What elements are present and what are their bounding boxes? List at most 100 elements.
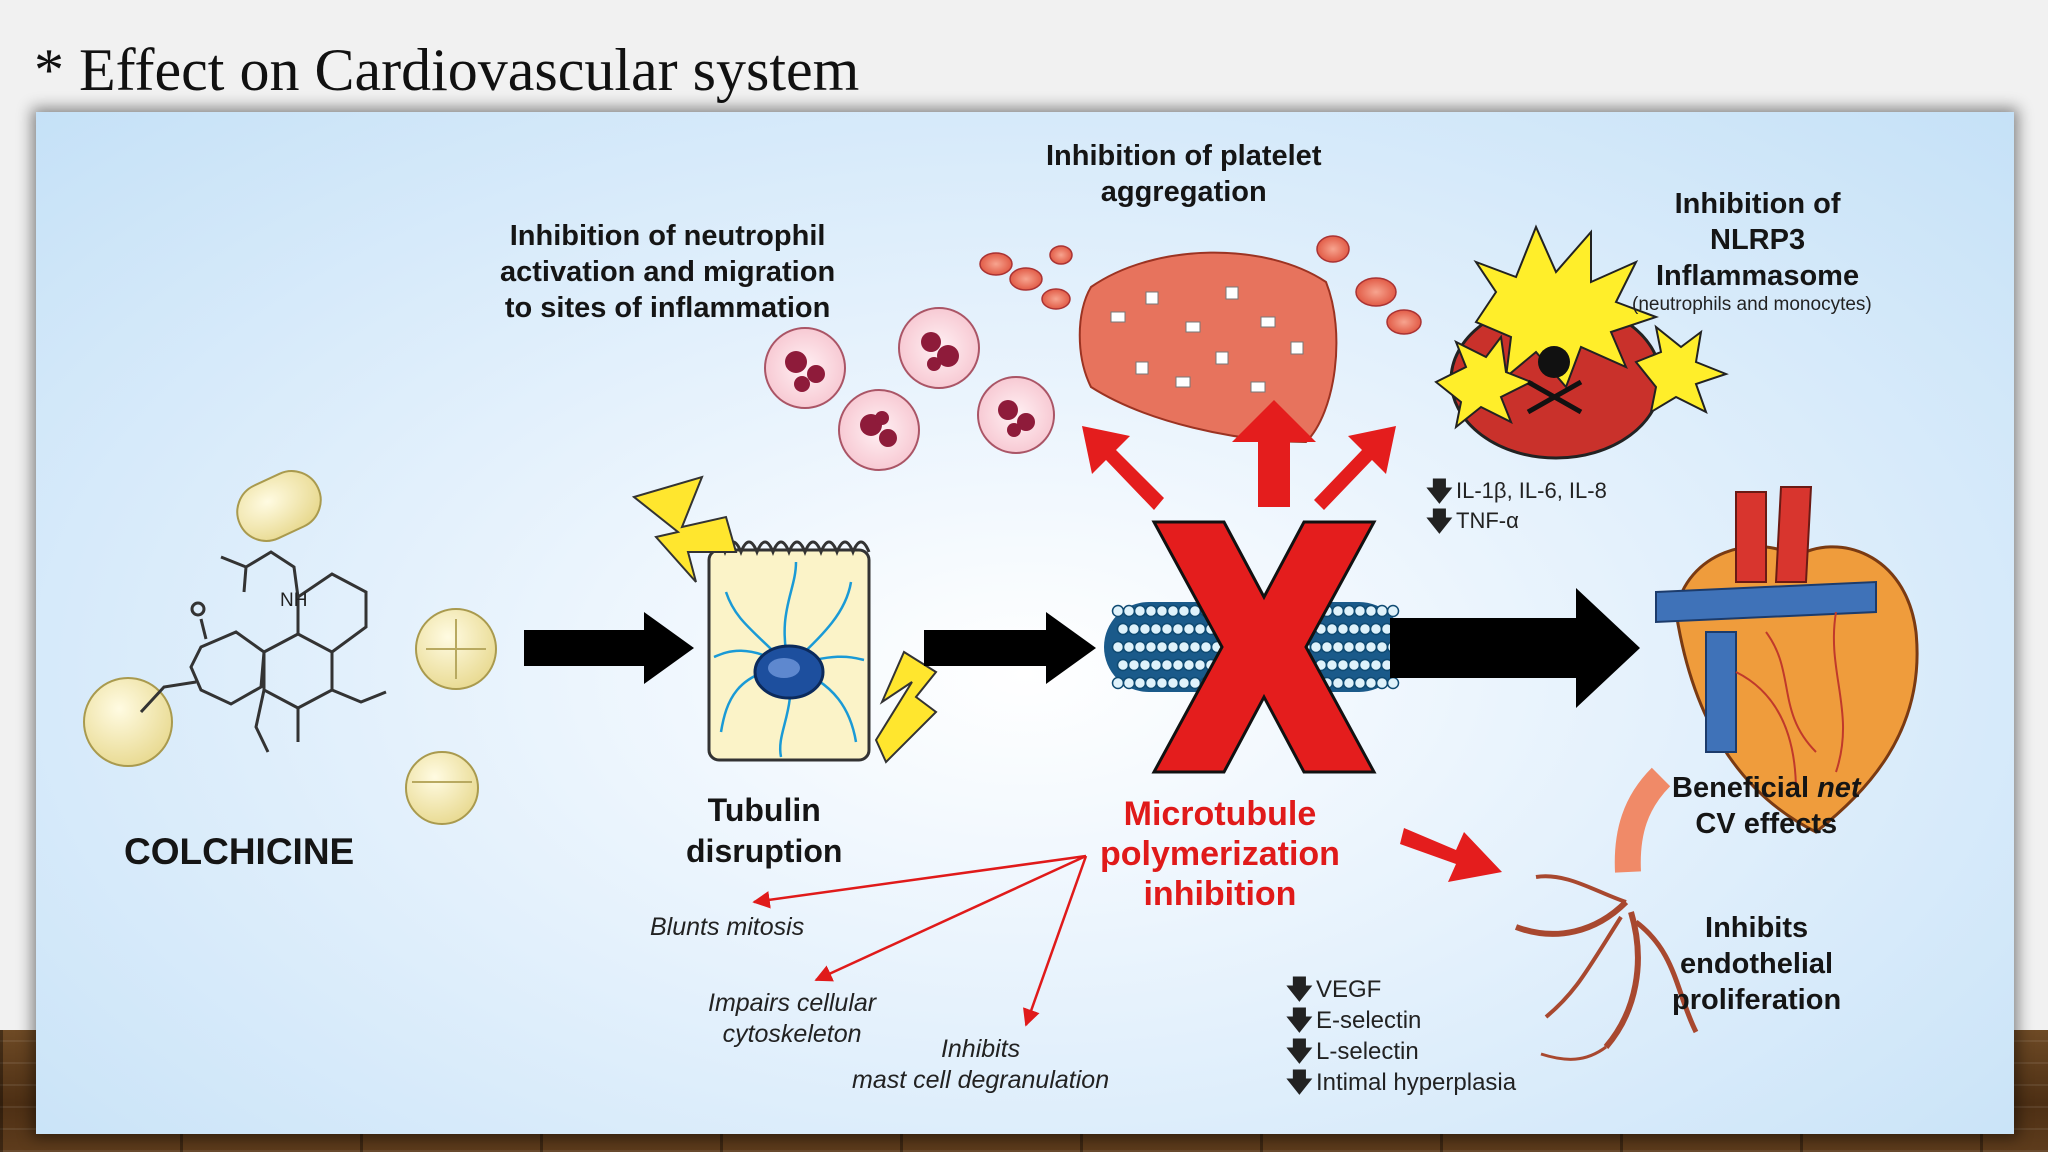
cytokine-row: 🡇IL-1β, IL-6, IL-8 xyxy=(1426,476,1607,506)
tubulin-bead xyxy=(1111,640,1125,654)
tubulin-bead xyxy=(1133,640,1147,654)
platelet-inhibition-label: Inhibition of platelet aggregation xyxy=(1046,140,1322,208)
tubulin-bead xyxy=(1166,676,1180,690)
tubulin-bead xyxy=(1182,622,1196,636)
colchicine-pills xyxy=(83,470,497,825)
tubulin-bead xyxy=(1347,622,1361,636)
tubulin-bead xyxy=(1116,622,1130,636)
tubulin-bead xyxy=(1331,640,1345,654)
tubulin-bead xyxy=(1353,640,1367,654)
tubulin-bead xyxy=(1364,640,1378,654)
tubulin-disruption-label: Tubulin disruption xyxy=(686,792,843,869)
tubulin-bead xyxy=(1375,640,1389,654)
tubulin-bead xyxy=(1122,604,1136,618)
marker-row: 🡇VEGF xyxy=(1286,974,1382,1004)
tubulin-bead xyxy=(1375,604,1389,618)
tubulin-bead xyxy=(1138,658,1152,672)
tubulin-bead xyxy=(1309,640,1323,654)
arrow-up-platelet xyxy=(1232,400,1316,507)
tubulin-bead xyxy=(1325,658,1339,672)
tubulin-bead xyxy=(1155,640,1169,654)
tubulin-cell-graphic xyxy=(631,475,938,764)
down-arrow-icon: 🡇 xyxy=(1286,1036,1313,1066)
tubulin-bead xyxy=(1331,604,1345,618)
tubulin-bead xyxy=(1160,622,1174,636)
arrow-microtubule-to-heart xyxy=(1390,588,1640,708)
tubulin-bead xyxy=(1155,676,1169,690)
tubulin-bead xyxy=(1188,640,1202,654)
tubulin-bead xyxy=(1127,622,1141,636)
neutrophil-inhibition-label: Inhibition of neutrophil activation and … xyxy=(500,220,836,324)
tubulin-bead xyxy=(1193,622,1207,636)
tubulin-bead xyxy=(1364,604,1378,618)
tubulin-bead xyxy=(1171,658,1185,672)
tubulin-bead xyxy=(1133,676,1147,690)
flow-arrows xyxy=(524,588,1640,708)
microtubule-inhibition-label: Microtubule polymerization inhibition xyxy=(1100,795,1340,913)
tubulin-bead xyxy=(1347,658,1361,672)
tubulin-bead xyxy=(1177,640,1191,654)
colchicine-label: COLCHICINE xyxy=(124,831,355,872)
cytokine-list: 🡇IL-1β, IL-6, IL-8 🡇TNF-α xyxy=(1426,476,1607,536)
tubulin-bead xyxy=(1353,676,1367,690)
tubulin-bead xyxy=(1144,640,1158,654)
marker-row: 🡇L-selectin xyxy=(1286,1036,1419,1066)
tubulin-bead xyxy=(1342,604,1356,618)
tubulin-bead xyxy=(1116,658,1130,672)
tubulin-bead xyxy=(1122,640,1136,654)
blunts-mitosis-label: Blunts mitosis xyxy=(650,913,805,941)
tubulin-bead xyxy=(1358,622,1372,636)
tubulin-bead xyxy=(1353,604,1367,618)
nlrp3-inhibition-label: Inhibition of NLRP3 Inflammasome xyxy=(1656,188,1860,292)
impairs-cytoskeleton-label: Impairs cellular cytoskeleton xyxy=(708,989,877,1048)
tubulin-bead xyxy=(1364,676,1378,690)
marker-row: 🡇E-selectin xyxy=(1286,1005,1422,1035)
molecule-nh-label: NH xyxy=(280,590,308,611)
down-arrow-icon: 🡇 xyxy=(1286,1005,1313,1035)
tubulin-bead xyxy=(1160,658,1174,672)
tubulin-bead xyxy=(1199,640,1213,654)
vascular-marker-list: 🡇VEGF 🡇E-selectin 🡇L-selectin 🡇Intimal h… xyxy=(1286,974,1516,1098)
arrow-up-right-nlrp3 xyxy=(1314,426,1396,510)
tubulin-bead xyxy=(1182,658,1196,672)
thin-red-arrows xyxy=(752,854,1088,1027)
down-arrow-icon: 🡇 xyxy=(1426,476,1453,506)
diagram-graphics xyxy=(83,224,1919,1061)
tubulin-bead xyxy=(1149,658,1163,672)
tubulin-bead xyxy=(1177,676,1191,690)
tubulin-bead xyxy=(1369,622,1383,636)
tubulin-bead xyxy=(1127,658,1141,672)
tubulin-bead xyxy=(1155,604,1169,618)
endothelial-inhibition-label: Inhibits endothelial proliferation xyxy=(1672,912,1842,1016)
tubulin-bead xyxy=(1133,604,1147,618)
tubulin-bead xyxy=(1149,622,1163,636)
tubulin-bead xyxy=(1111,604,1125,618)
tubulin-bead xyxy=(1144,676,1158,690)
colchicine-molecule xyxy=(139,550,387,753)
arrow-down-right-endothelial xyxy=(1400,828,1502,882)
tubulin-bead xyxy=(1325,622,1339,636)
tubulin-bead xyxy=(1138,622,1152,636)
nlrp3-note: (neutrophils and monocytes) xyxy=(1632,294,1872,315)
effect-arrows xyxy=(1082,400,1502,882)
tubulin-bead xyxy=(1122,676,1136,690)
nlrp3-inflammasome-graphic xyxy=(1434,224,1729,460)
tubulin-bead xyxy=(1166,604,1180,618)
arrow-tubulin-to-microtubule xyxy=(924,612,1096,684)
tubulin-bead xyxy=(1171,622,1185,636)
inhibition-x-mark xyxy=(1151,520,1377,774)
tubulin-bead xyxy=(1336,658,1350,672)
marker-row: 🡇Intimal hyperplasia xyxy=(1286,1067,1517,1097)
figure-panel: NH COLCHICINE Tubulin disruption Microtu… xyxy=(36,112,2014,1134)
down-arrow-icon: 🡇 xyxy=(1286,974,1313,1004)
platelet-aggregate xyxy=(979,235,1422,444)
tubulin-bead xyxy=(1166,640,1180,654)
tubulin-bead xyxy=(1177,604,1191,618)
tubulin-bead xyxy=(1111,676,1125,690)
tubulin-bead xyxy=(1320,640,1334,654)
down-arrow-icon: 🡇 xyxy=(1426,506,1453,536)
tubulin-bead xyxy=(1386,604,1400,618)
down-arrow-icon: 🡇 xyxy=(1286,1067,1313,1097)
slide-title: * Effect on Cardiovascular system xyxy=(34,37,860,103)
artery-branch-graphic xyxy=(1514,767,1699,1061)
